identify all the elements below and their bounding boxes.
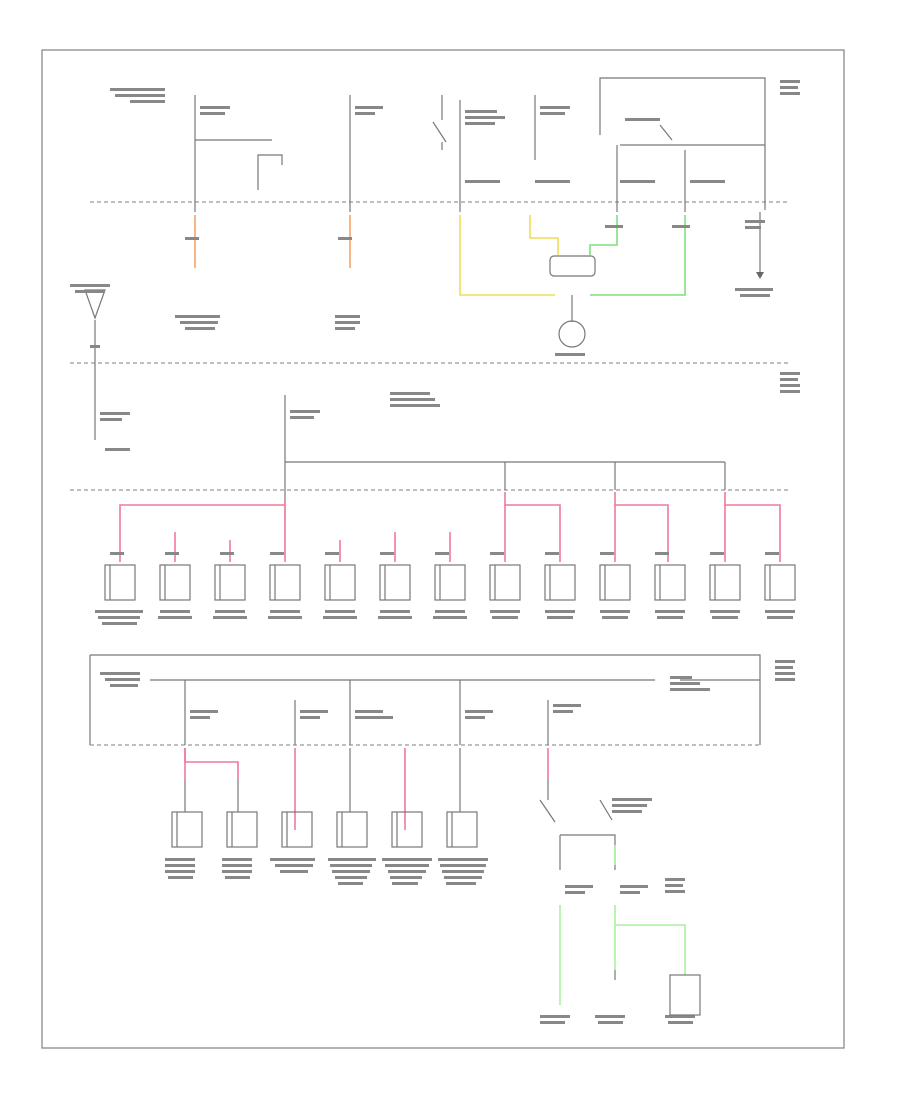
connector-10 [599, 564, 631, 601]
top-components [549, 255, 596, 348]
connector-4 [269, 564, 301, 601]
connector-12 [709, 564, 741, 601]
connector-row-2 [171, 811, 478, 848]
lower-section-wires [89, 654, 761, 745]
bottom-right-component [669, 974, 701, 1016]
lower-connector-5 [391, 811, 423, 848]
lower-connector-2 [226, 811, 258, 848]
connector-6 [379, 564, 411, 601]
top-labels [110, 80, 800, 356]
lower-connector-6 [446, 811, 478, 848]
mid-section-wires [94, 320, 726, 520]
connector-3 [214, 564, 246, 601]
connector-13 [764, 564, 796, 601]
top-colored-wires [194, 215, 686, 296]
lower-labels [100, 660, 795, 719]
lower-connector-4 [336, 811, 368, 848]
connector-9 [544, 564, 576, 601]
row1-labels [95, 552, 795, 625]
lower-green-wires [559, 845, 686, 1005]
lower-pink-wires [184, 748, 549, 830]
splice-triangle [84, 289, 106, 320]
connector-row-1 [104, 564, 796, 601]
ground-arrow [756, 272, 764, 279]
lower-gray-drops [184, 748, 616, 870]
mid-labels [70, 284, 800, 451]
connector-8 [489, 564, 521, 601]
connector-11 [654, 564, 686, 601]
lower-connector-1 [171, 811, 203, 848]
connector-5 [324, 564, 356, 601]
connector-1 [104, 564, 136, 601]
connector-7 [434, 564, 466, 601]
diagram-frame [41, 49, 845, 1049]
pink-wires [119, 492, 781, 562]
harness-dashed-lines [70, 201, 790, 746]
row2-labels [165, 798, 695, 1024]
lower-connector-3 [281, 811, 313, 848]
top-section-wires [194, 77, 766, 272]
connector-2 [159, 564, 191, 601]
